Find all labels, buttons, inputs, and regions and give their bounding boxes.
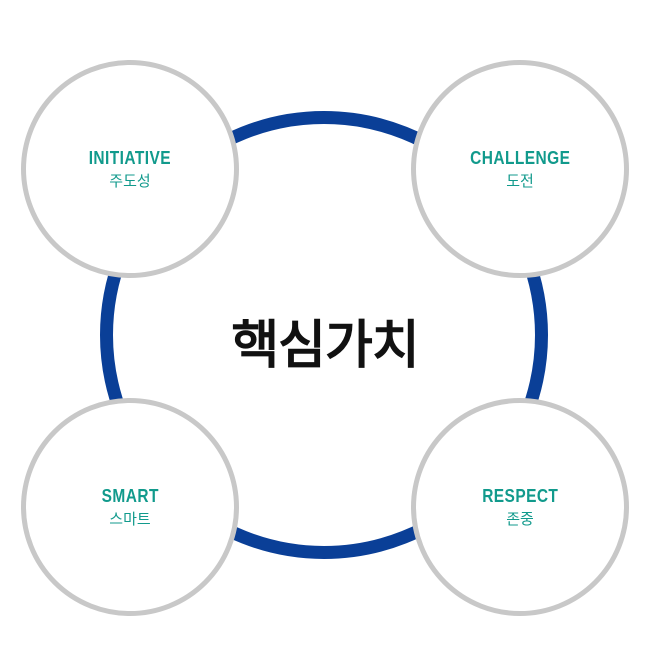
value-circle-challenge: Challenge 도전 — [411, 60, 629, 278]
value-circle-initiative: Initiative 주도성 — [21, 60, 239, 278]
value-korean-challenge: 도전 — [506, 171, 534, 190]
value-name-initiative: Initiative — [88, 139, 172, 170]
value-name-smart: Smart — [101, 477, 159, 508]
value-circle-respect: Respect 존중 — [411, 398, 629, 616]
value-name-respect: Respect — [481, 477, 559, 508]
value-korean-initiative: 주도성 — [109, 171, 151, 190]
value-korean-smart: 스마트 — [109, 509, 151, 528]
value-korean-respect: 존중 — [506, 509, 534, 528]
value-circle-smart: Smart 스마트 — [21, 398, 239, 616]
value-name-challenge: Challenge — [469, 139, 571, 170]
center-title: 핵심가치 — [231, 315, 419, 376]
